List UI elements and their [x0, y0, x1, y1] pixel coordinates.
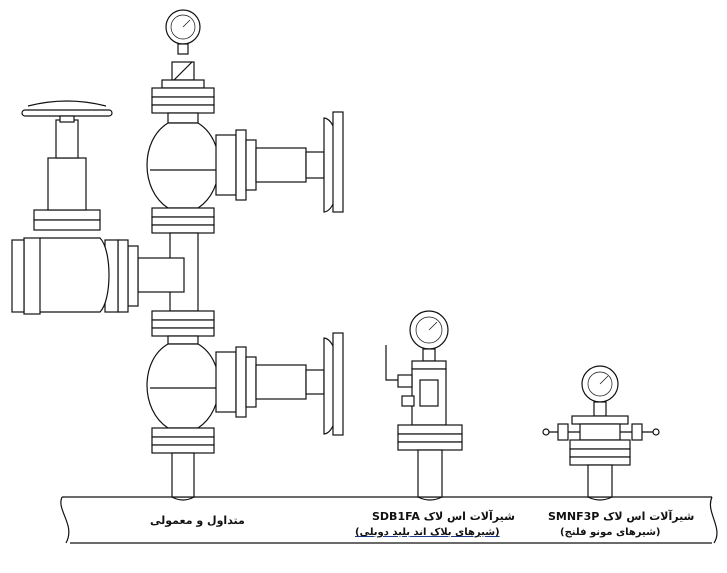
label-dbb-subtitle: (شیرهای بلاک اند بلید دوبلی)	[355, 527, 500, 538]
lower-ball-valve-body	[146, 343, 220, 429]
dbb-pressure-gauge-icon	[409, 310, 449, 362]
label-mono-title: شیرآلات اس لاک SMNF3P	[548, 510, 695, 523]
top-pressure-gauge-icon	[161, 9, 205, 89]
label-dbb-title: شیرآلات اس لاک SDB1FA	[372, 510, 515, 523]
label-conventional: متداول و معمولی	[150, 514, 245, 527]
gate-valve-handwheel	[21, 109, 113, 117]
upper-ball-valve-body	[146, 122, 220, 209]
conventional-assembly	[11, 9, 344, 501]
dbb-valve-assembly	[385, 310, 463, 501]
mono-pressure-gauge-icon	[581, 365, 619, 417]
mono-flange-assembly	[542, 365, 660, 501]
label-mono-subtitle: (شیرهای مونو فلنج)	[560, 527, 661, 538]
gate-valve-body	[30, 237, 110, 313]
